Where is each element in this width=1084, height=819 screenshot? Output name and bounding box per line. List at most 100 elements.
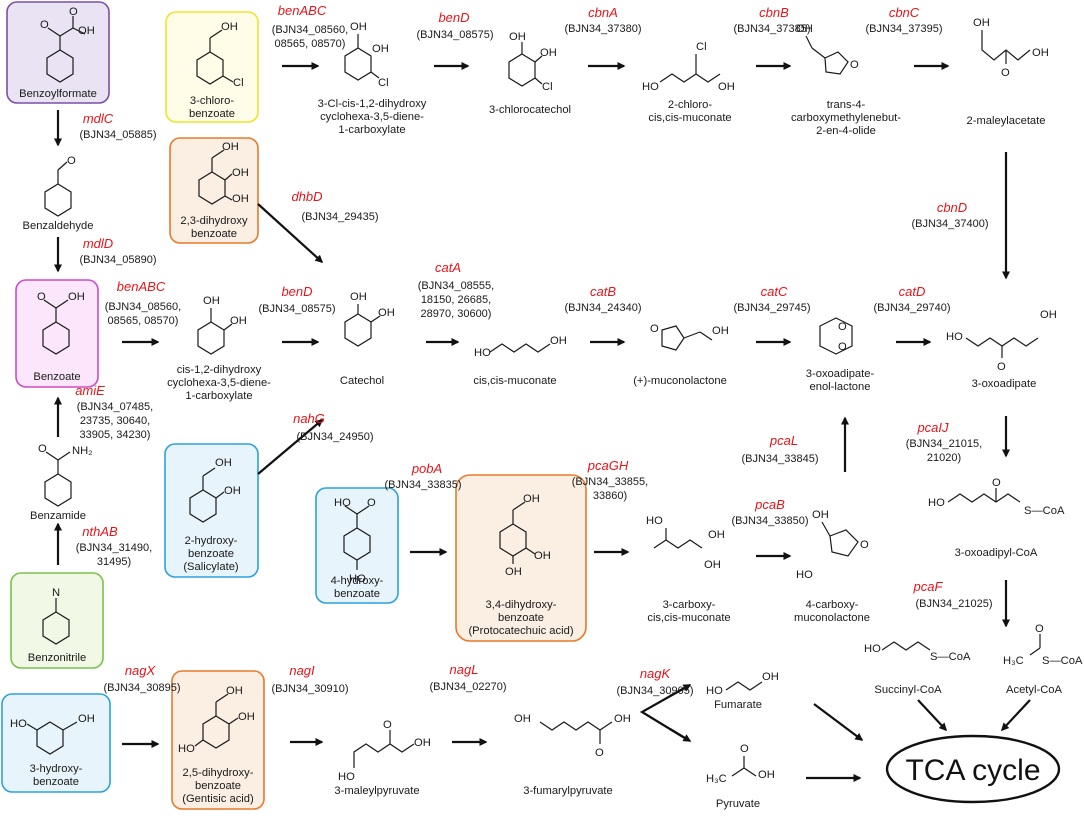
svg-text:HO: HO <box>334 497 351 509</box>
arrow-dhbD <box>257 203 324 264</box>
svg-text:08565, 08570): 08565, 08570) <box>275 38 346 50</box>
svg-text:O: O <box>69 6 78 18</box>
name-pca-l3: (Protocatechuic acid) <box>468 625 573 637</box>
svg-text:OH: OH <box>718 81 735 93</box>
svg-text:(BJN34_21015,: (BJN34_21015, <box>906 438 982 450</box>
svg-text:O: O <box>595 747 604 759</box>
svg-text:O: O <box>850 59 859 71</box>
name-diol-l2: cyclohexa-3,5-diene- <box>167 377 271 389</box>
name-benzamide: Benzamide <box>30 510 86 522</box>
svg-text:(BJN34_30905): (BJN34_30905) <box>616 685 693 697</box>
svg-text:33905, 34230): 33905, 34230) <box>80 429 151 441</box>
svg-text:(BJN34_37395): (BJN34_37395) <box>865 23 942 35</box>
svg-text:(BJN34_07485,: (BJN34_07485, <box>77 401 153 413</box>
name-benzoylformate: Benzoylformate <box>19 88 97 100</box>
svg-text:OH: OH <box>78 25 95 37</box>
enzyme-catD: catD (BJN34_29740) <box>873 284 950 314</box>
svg-text:O: O <box>1001 67 1010 79</box>
svg-text:HO: HO <box>706 685 723 697</box>
name-succinylcoa: Succinyl-CoA <box>874 684 942 696</box>
svg-text:OH: OH <box>350 21 367 33</box>
svg-text:nahG: nahG <box>293 411 325 426</box>
svg-text:O: O <box>1035 623 1044 635</box>
box-protocatechuate <box>455 474 587 642</box>
enzyme-nahG: nahG (BJN34_24950) <box>293 411 373 443</box>
box-benzoate <box>15 279 99 388</box>
name-dienelactone-l1: trans-4- <box>827 99 866 111</box>
salicylate-structure: OH OH <box>189 457 241 523</box>
name-dienelactone-l3: 2-en-4-olide <box>816 125 876 137</box>
box-2-3-dihydroxybenzoate <box>169 137 259 244</box>
name-dienelactone-l2: carboxymethylenebut- <box>791 112 901 124</box>
name-cml-l1: 4-carboxy- <box>806 599 859 611</box>
svg-text:HO: HO <box>796 569 813 581</box>
svg-text:pobA: pobA <box>411 461 442 476</box>
name-diol-l3: 1-carboxylate <box>185 390 252 402</box>
maleylpyruvate-structure: O OH HO <box>338 719 431 783</box>
4-hydroxybenzoate-structure: HO O HO <box>334 497 376 585</box>
svg-text:(BJN34_33835): (BJN34_33835) <box>384 479 461 491</box>
box-gentisate <box>171 670 265 810</box>
svg-text:HO: HO <box>946 331 963 343</box>
enzyme-cbnB: cbnB (BJN34_37385) <box>733 5 810 35</box>
benzaldehyde-structure: O <box>44 155 76 217</box>
tca-cycle-node: TCA cycle <box>885 734 1061 804</box>
svg-text:(BJN34_24340): (BJN34_24340) <box>564 302 641 314</box>
enzyme-pcaL: pcaL (BJN34_33845) <box>741 433 818 465</box>
benzoate-structure: O OH <box>37 291 85 355</box>
name-diol-l1: cis-1,2-dihydroxy <box>177 364 262 376</box>
svg-text:HO: HO <box>646 515 663 527</box>
svg-text:(BJN34_33855,: (BJN34_33855, <box>572 476 648 488</box>
svg-text:(BJN34_30910): (BJN34_30910) <box>271 683 348 695</box>
svg-text:(BJN34_08575): (BJN34_08575) <box>416 29 493 41</box>
enzyme-nthAB: nthAB (BJN34_31490, 31495) <box>76 524 152 568</box>
svg-text:catB: catB <box>590 284 616 299</box>
svg-text:(BJN34_08575): (BJN34_08575) <box>258 303 335 315</box>
name-3-chlorobenzoate-l1: 3-chloro- <box>190 95 234 107</box>
svg-text:N: N <box>52 587 60 599</box>
svg-text:O: O <box>997 361 1006 373</box>
svg-text:cbnA: cbnA <box>588 5 618 20</box>
svg-text:OH: OH <box>758 769 775 781</box>
svg-text:OH: OH <box>973 17 990 29</box>
svg-text:OH: OH <box>812 509 829 521</box>
oxoadipate-structure: HO O OH <box>946 309 1057 373</box>
svg-text:OH: OH <box>514 713 531 725</box>
svg-text:cbnB: cbnB <box>759 5 789 20</box>
svg-text:O: O <box>38 443 47 455</box>
svg-text:(BJN34_24950): (BJN34_24950) <box>296 431 373 443</box>
svg-text:23735, 30640,: 23735, 30640, <box>80 415 150 427</box>
svg-text:OH: OH <box>534 550 551 562</box>
svg-text:O: O <box>37 291 46 303</box>
svg-text:nagL: nagL <box>450 662 479 677</box>
name-benzoate: Benzoate <box>33 371 80 383</box>
svg-text:OH: OH <box>704 559 721 571</box>
enzyme-cbnD: cbnD (BJN34_37400) <box>911 200 988 230</box>
name-3hb-l1: 3-hydroxy- <box>30 763 83 775</box>
svg-text:OH: OH <box>614 713 631 725</box>
svg-text:O: O <box>650 323 659 335</box>
svg-text:nagX: nagX <box>125 663 157 678</box>
enzyme-pobA: pobA (BJN34_33835) <box>384 461 461 491</box>
svg-text:OH: OH <box>224 485 241 497</box>
svg-text:Cl: Cl <box>542 81 553 93</box>
svg-text:HO: HO <box>349 573 366 585</box>
name-cl-diol-l1: 3-Cl-cis-1,2-dihydroxy <box>318 98 427 110</box>
svg-text:pcaB: pcaB <box>754 497 785 512</box>
svg-text:nthAB: nthAB <box>82 524 118 539</box>
protocatechuate-structure: OH OH OH <box>499 493 551 578</box>
arrow-acetylcoa-tca <box>1000 699 1031 732</box>
cis-diol-structure: OH OH <box>197 295 247 355</box>
svg-text:OH: OH <box>378 307 395 319</box>
name-carboxymuconate-l2: cis,cis-muconate <box>647 612 730 624</box>
box-3-chlorobenzoate <box>165 11 259 123</box>
2-3-dihydroxybenzoate-structure: OH OH OH <box>198 141 249 205</box>
svg-text:OH: OH <box>215 457 232 469</box>
reaction-arrows <box>54 62 1031 782</box>
enol-lactone-structure: O O <box>819 317 853 355</box>
name-cl-diol-l3: 1-carboxylate <box>338 124 405 136</box>
svg-text:O: O <box>383 719 392 731</box>
name-gentisate-l1: 2,5-dihydroxy- <box>183 767 254 779</box>
3-hydroxybenzoate-structure: OH HO <box>10 713 95 755</box>
svg-text:28970, 30600): 28970, 30600) <box>421 308 492 320</box>
